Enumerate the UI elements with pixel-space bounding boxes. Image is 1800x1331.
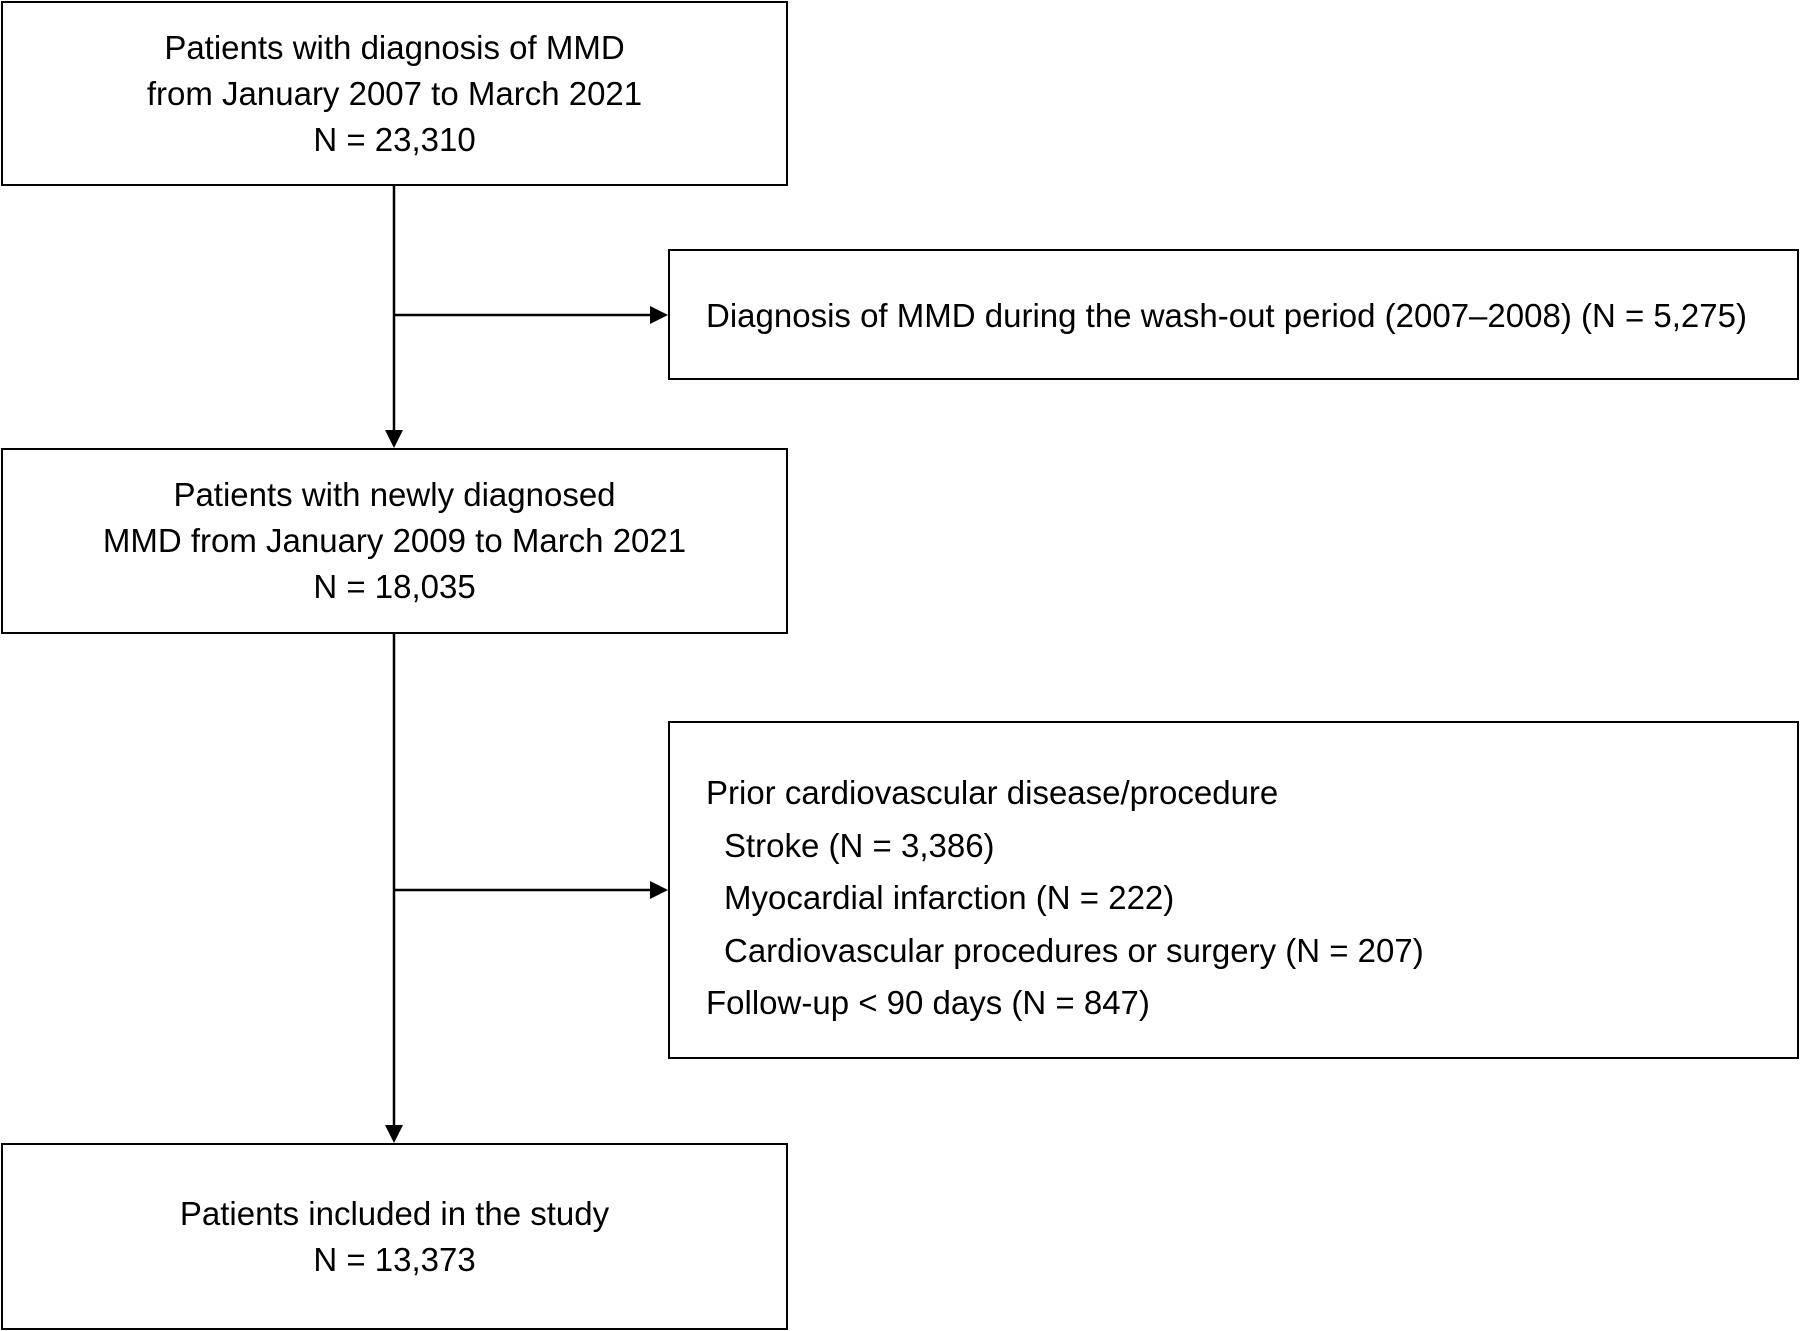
included-line-1: Patients included in the study [179,1194,610,1232]
box-washout-exclusion: Diagnosis of MMD during the wash-out per… [668,249,1799,380]
included-count: N = 13,373 [313,1240,476,1278]
box-included-patients: Patients included in the study N = 13,37… [1,1143,788,1330]
arrowhead-down-included [385,1125,403,1143]
arrowhead-right-exclusions [650,881,668,899]
new-count: N = 18,035 [313,568,476,605]
exclusion-followup: Follow-up < 90 days (N = 847) [706,984,1150,1021]
box-initial-patients: Patients with diagnosis of MMD from Janu… [1,1,788,186]
box-newly-diagnosed: Patients with newly diagnosed MMD from J… [1,448,788,634]
arrowhead-down-new [385,430,403,448]
new-line-1: Patients with newly diagnosed [173,476,616,513]
arrowhead-right-washout [650,306,668,324]
box-exclusion-criteria: Prior cardiovascular disease/procedure S… [668,721,1799,1059]
initial-count: N = 23,310 [313,120,476,158]
exclusion-item-procedures: Cardiovascular procedures or surgery (N … [724,931,1424,969]
exclusion-item-mi: Myocardial infarction (N = 222) [724,879,1175,916]
new-line-2: MMD from January 2009 to March 2021 [102,522,687,559]
exclusion-item-stroke: Stroke (N = 3,386) [724,826,995,864]
exclusion-heading: Prior cardiovascular disease/procedure [706,774,1279,811]
washout-text: Diagnosis of MMD during the wash-out per… [706,296,1747,334]
initial-line-1: Patients with diagnosis of MMD [164,28,625,66]
initial-line-2: from January 2007 to March 2021 [146,74,643,112]
